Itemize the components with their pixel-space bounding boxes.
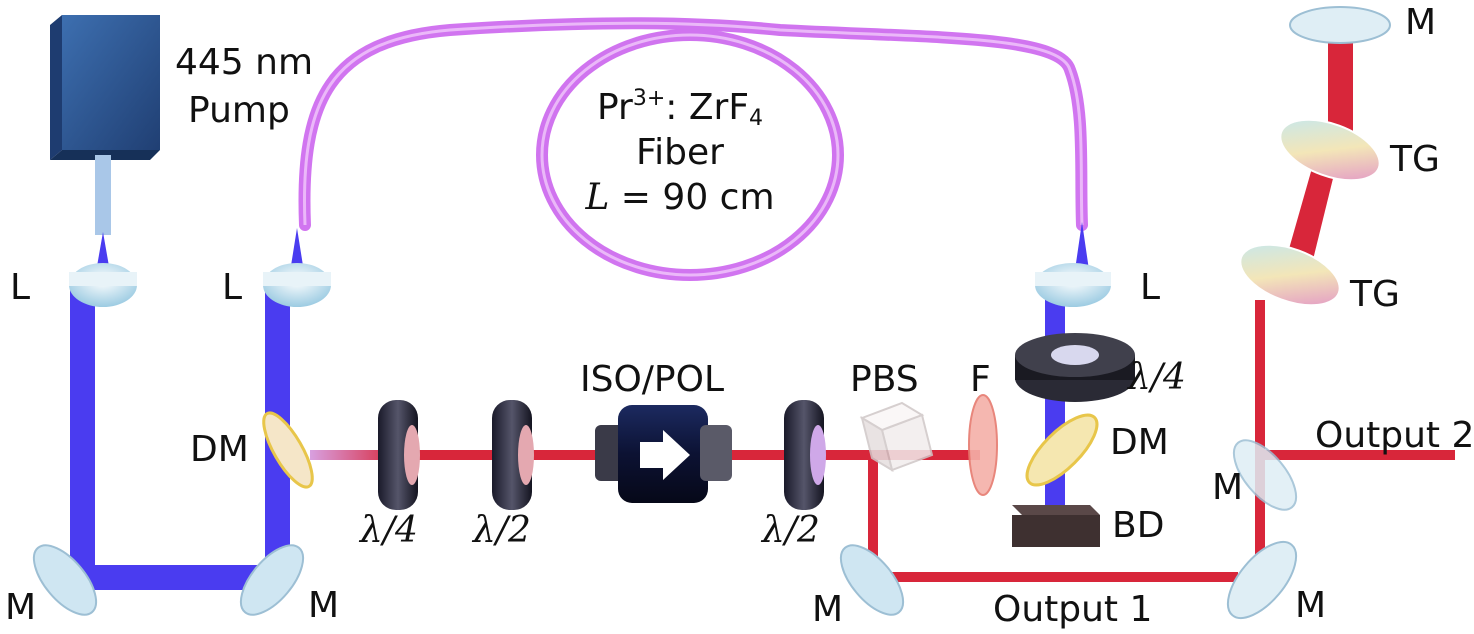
fiber-highlight (303, 21, 1084, 277)
dichroic-left (262, 411, 314, 489)
lens-left (69, 263, 137, 307)
pump-fiber-pigtail (95, 155, 111, 235)
beam-dump (1012, 505, 1100, 547)
mirror-label-output2: M (1212, 467, 1244, 508)
output1-label: Output 1 (993, 589, 1153, 630)
fiber-length-label: L = 90 cm (585, 177, 775, 218)
mirror-label-top-right: M (1405, 2, 1437, 43)
mirror-top-right (1289, 6, 1391, 44)
isolator-label: ISO/POL (580, 359, 725, 400)
grating-label-upper: TG (1390, 139, 1440, 180)
polarizing-beam-splitter (859, 401, 934, 473)
pump-laser-box (50, 15, 160, 160)
waveplate-half-left (492, 400, 534, 510)
mirror-label-bottom-mid: M (308, 585, 340, 626)
grating-upper (1279, 118, 1381, 182)
dichroic-right (1025, 413, 1099, 487)
mirror-bottom-right (1226, 541, 1298, 619)
waveplate-half-right (784, 400, 826, 510)
half-wave-label-right: λ/2 (762, 510, 820, 551)
waveplate-quarter-left (378, 400, 420, 510)
output2-label: Output 2 (1315, 415, 1474, 456)
mirror-label-output1: M (812, 589, 844, 630)
filter-label: F (970, 359, 991, 400)
lens-label-right: L (1140, 267, 1161, 308)
quarter-wave-label-left: λ/4 (360, 510, 418, 551)
isolator (595, 405, 732, 503)
pump-wavelength-label: 445 nm (175, 42, 314, 83)
quarter-wave-label-right: λ/4 (1128, 357, 1186, 398)
mirror-label-bottom-left: M (5, 587, 37, 628)
mirror-output1 (839, 544, 905, 616)
mirror-bottom-left (32, 544, 98, 616)
mirror-bottom-mid (239, 544, 305, 616)
fiber-material-label: Pr3+: ZrF4 (596, 86, 764, 131)
grating-lower (1239, 243, 1341, 307)
fiber-type-label: Fiber (636, 132, 724, 173)
pump-label: Pump (188, 90, 290, 131)
mirror-label-bottom-right: M (1295, 585, 1327, 626)
mirror-output2 (1232, 439, 1298, 511)
grating-label-lower: TG (1350, 274, 1400, 315)
dichroic-label-right: DM (1110, 422, 1169, 463)
lens-label-left: L (10, 267, 31, 308)
filter (968, 394, 998, 496)
beam-dump-label: BD (1112, 505, 1165, 546)
dichroic-label-left: DM (190, 429, 249, 470)
lens-right (1035, 263, 1111, 307)
fiber-label: Pr3+: ZrF4 Fiber L = 90 cm (540, 85, 820, 220)
half-wave-label-left: λ/2 (473, 510, 531, 551)
lens-mid-left (263, 263, 331, 307)
waveplate-quarter-right (1015, 333, 1135, 402)
pbs-label: PBS (850, 359, 919, 400)
lens-label-mid: L (222, 267, 243, 308)
